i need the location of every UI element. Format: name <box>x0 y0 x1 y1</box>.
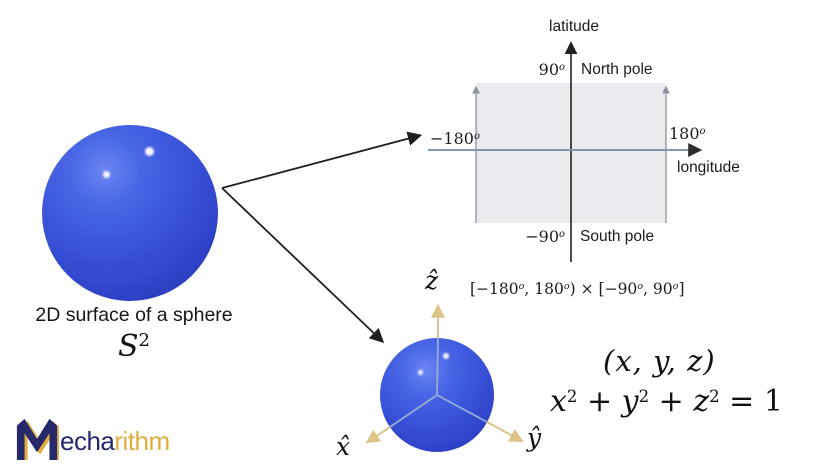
eq-var-x: x <box>550 384 567 419</box>
west-tick-value: −180 <box>430 129 474 148</box>
degree-sign: o <box>563 281 570 293</box>
frame-x-label: x̂ <box>336 432 351 461</box>
domain-interval-formula: [−180o, 180o) × [−90o, 90o] <box>470 280 685 298</box>
degree-sign: o <box>699 126 706 138</box>
frame-y-axis-inner <box>436 394 488 423</box>
west-tick-label: −180o <box>430 129 480 148</box>
longitude-axis-label: longitude <box>677 159 740 176</box>
sphere-highlight <box>145 147 154 156</box>
eq-exp: 2 <box>566 386 578 406</box>
sphere-symbol-s2: S2 <box>79 329 189 364</box>
eq-var-z: z <box>693 384 710 419</box>
frame-z-label: ẑ <box>425 266 439 295</box>
south-pole-label: South pole <box>580 228 655 245</box>
frame-z-axis-inner <box>436 337 439 396</box>
sphere-caption: 2D surface of a sphere <box>35 304 233 326</box>
north-pole-label: North pole <box>581 61 653 78</box>
logo-text-gold: rithm <box>114 426 170 456</box>
east-tick-value: 180 <box>669 124 700 143</box>
domain-part: , 90 <box>643 280 673 298</box>
arrow-to-chart <box>221 131 423 189</box>
mecharithm-logo: echarithm <box>15 416 170 460</box>
domain-part: [−180 <box>470 280 519 298</box>
north-tick-label: 90o <box>527 60 565 79</box>
logo-m-icon <box>16 418 59 460</box>
degree-sign: o <box>559 62 565 74</box>
eq-op: + <box>649 384 694 419</box>
south-tick-value: −90 <box>525 227 560 246</box>
unit-sphere-equation: x2 + y2 + z2 = 1 <box>550 384 783 419</box>
frame-x-axis-inner <box>389 394 438 428</box>
domain-part: , 180 <box>524 280 564 298</box>
sphere-highlight <box>443 353 449 359</box>
degree-sign: o <box>559 229 565 241</box>
eq-op: = 1 <box>719 384 783 419</box>
sphere-highlight <box>103 171 110 178</box>
logo-text-navy: echa <box>60 426 115 456</box>
eq-exp: 2 <box>709 386 720 406</box>
domain-part: ] <box>678 280 685 298</box>
sphere-symbol-exponent: 2 <box>138 330 150 352</box>
sphere-image-large <box>42 125 218 301</box>
degree-sign: o <box>473 131 480 143</box>
north-tick-value: 90 <box>538 60 560 79</box>
latitude-axis-label: latitude <box>549 18 599 35</box>
coordinate-tuple-formula: (x, y, z) <box>603 344 716 378</box>
sphere-symbol-base: S <box>117 329 139 364</box>
degree-sign: o <box>518 281 525 293</box>
south-tick-label: −90o <box>517 227 565 246</box>
logo-wordmark: echarithm <box>60 426 170 457</box>
degree-sign: o <box>672 281 679 293</box>
sphere-highlight <box>418 370 423 375</box>
frame-x-axis <box>365 426 391 444</box>
eq-exp: 2 <box>638 386 650 406</box>
east-tick-label: 180o <box>669 124 706 143</box>
frame-y-axis <box>486 421 524 443</box>
arrow-to-frame-sphere <box>221 187 385 343</box>
eq-var-y: y <box>621 384 639 419</box>
domain-part: ) × [−90 <box>569 280 638 298</box>
frame-y-label: ŷ <box>527 423 542 452</box>
degree-sign: o <box>637 281 644 293</box>
eq-op: + <box>577 384 622 419</box>
